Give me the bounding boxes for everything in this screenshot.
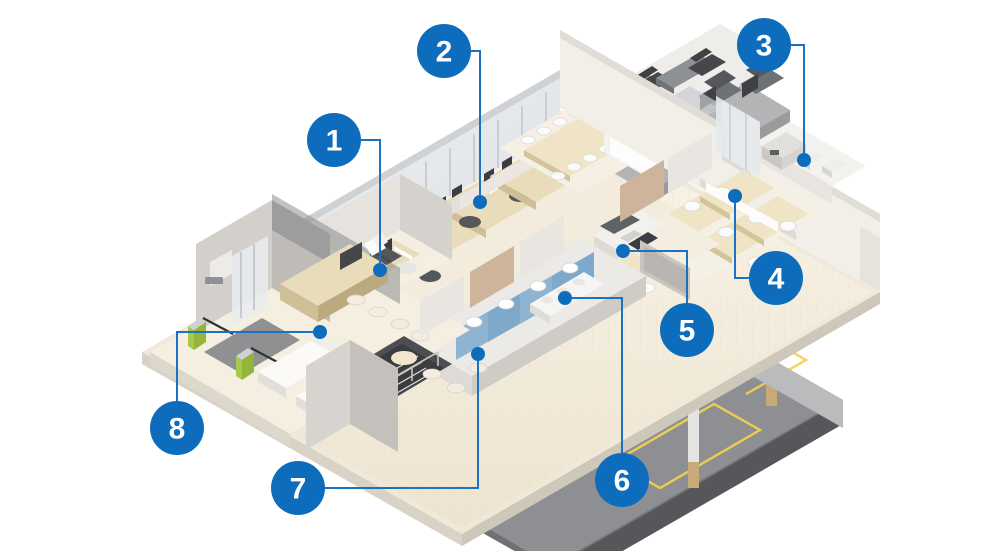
lobby-reception bbox=[150, 194, 470, 446]
cafe-and-stair bbox=[306, 336, 488, 452]
callout-number-7: 7 bbox=[290, 473, 307, 506]
callout-leader-line-6 bbox=[572, 297, 623, 453]
callout-marker-6[interactable] bbox=[595, 453, 649, 507]
callout-target-dot-2[interactable] bbox=[473, 195, 487, 209]
callout-leader-line-4 bbox=[734, 203, 749, 279]
callout-3[interactable]: 3 bbox=[737, 18, 811, 167]
callout-leader-line-1 bbox=[361, 139, 381, 263]
callout-leader-line-2 bbox=[471, 50, 481, 195]
callout-6[interactable]: 6 bbox=[558, 291, 649, 507]
right-glazed-partition bbox=[716, 96, 760, 178]
corridor-partitions bbox=[420, 132, 712, 336]
callout-target-dot-5[interactable] bbox=[616, 244, 630, 258]
callout-leader-line-3 bbox=[791, 44, 805, 153]
callout-5[interactable]: 5 bbox=[616, 244, 714, 357]
restroom-core bbox=[406, 238, 646, 396]
callout-target-dot-7[interactable] bbox=[471, 347, 485, 361]
callout-number-5: 5 bbox=[679, 315, 696, 348]
callout-target-dot-1[interactable] bbox=[373, 263, 387, 277]
callout-8[interactable]: 8 bbox=[150, 325, 327, 455]
callout-target-dot-8[interactable] bbox=[313, 325, 327, 339]
callout-number-4: 4 bbox=[768, 263, 785, 296]
callout-target-dot-3[interactable] bbox=[797, 153, 811, 167]
callout-number-3: 3 bbox=[756, 30, 773, 63]
callout-marker-4[interactable] bbox=[749, 251, 803, 305]
callout-leader-line-5 bbox=[630, 250, 688, 303]
callout-7[interactable]: 7 bbox=[271, 347, 485, 515]
callout-marker-7[interactable] bbox=[271, 461, 325, 515]
callout-number-1: 1 bbox=[326, 125, 343, 158]
callout-4[interactable]: 4 bbox=[728, 189, 803, 305]
callout-leader-line-7 bbox=[325, 361, 479, 489]
callout-marker-2[interactable] bbox=[417, 24, 471, 78]
callout-target-dot-4[interactable] bbox=[728, 189, 742, 203]
callout-layer: 1 2 3 4 5 6 7 8 bbox=[150, 18, 811, 515]
callout-marker-8[interactable] bbox=[150, 401, 204, 455]
callout-marker-1[interactable] bbox=[307, 113, 361, 167]
callout-number-2: 2 bbox=[436, 36, 453, 69]
callout-leader-line-8 bbox=[176, 331, 313, 401]
callout-number-6: 6 bbox=[614, 465, 631, 498]
callout-marker-5[interactable] bbox=[660, 303, 714, 357]
callout-number-8: 8 bbox=[169, 413, 186, 446]
turnstile-gate bbox=[188, 317, 282, 380]
callout-2[interactable]: 2 bbox=[417, 24, 487, 209]
toilet-fixture bbox=[465, 262, 579, 328]
callout-1[interactable]: 1 bbox=[307, 113, 387, 277]
callout-marker-3[interactable] bbox=[737, 18, 791, 72]
callout-target-dot-6[interactable] bbox=[558, 291, 572, 305]
cafe-seating bbox=[391, 351, 488, 394]
